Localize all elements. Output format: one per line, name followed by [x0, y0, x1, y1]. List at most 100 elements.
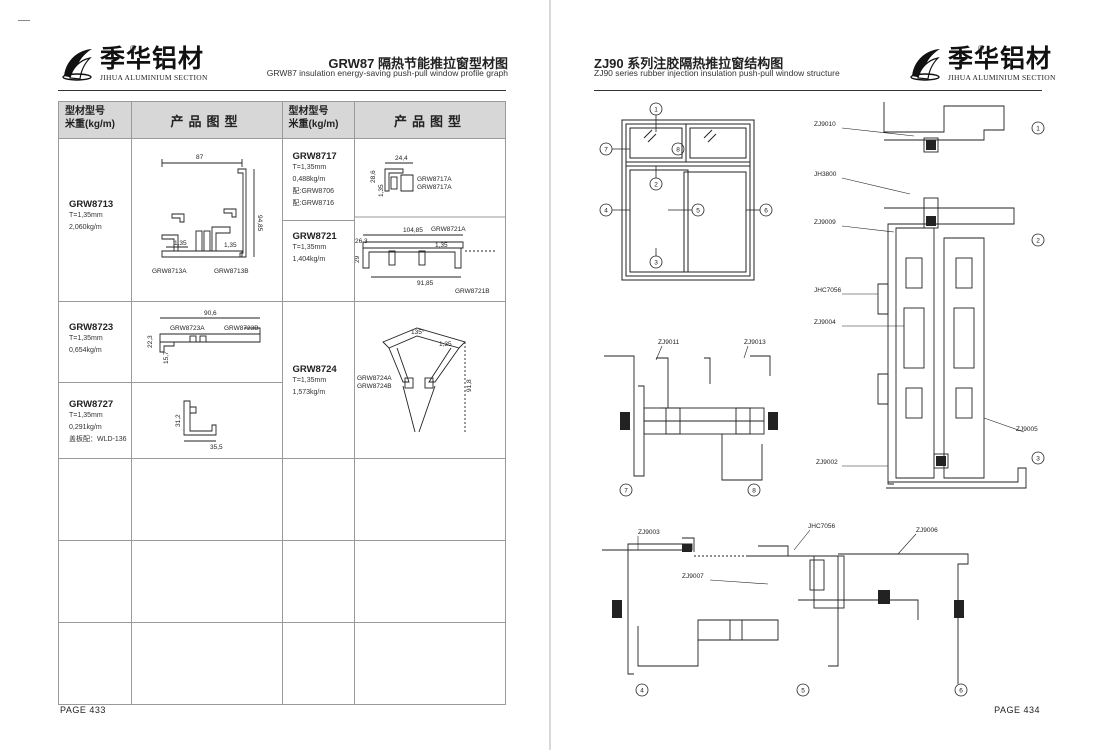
- brand-name-cn: 季华铝材: [948, 44, 1053, 73]
- marker-2: 2: [1036, 238, 1040, 245]
- dim-height: 22,3: [147, 335, 154, 348]
- table-row: [58, 540, 506, 623]
- brand-name-cn: 季华铝材: [100, 44, 205, 73]
- profile-spec: 2,060kg/m: [69, 224, 102, 231]
- profile-spec: T=1,35mm: [69, 212, 103, 219]
- grw8713-profile-drawing: 87 94,85 1,35 1,35 GRW8713A GRW8713B: [152, 154, 263, 275]
- profile-spec: T=1,35mm: [69, 411, 103, 419]
- vertical-section-drawing: ZJ9010 JH3800 ZJ9009 JHC7056 ZJ9004 ZJ90…: [814, 102, 1045, 489]
- label-zj9003: ZJ9003: [638, 529, 660, 536]
- grw8723-profile-drawing: 90,6 22,3 15,7 GRW8723A GRW8723B: [147, 310, 260, 364]
- left-page: ® 季华铝材 JIHUA ALUMINIUM SECTION GRW87 隔热节…: [18, 20, 508, 715]
- page-number: PAGE 434: [994, 705, 1040, 715]
- profile-spec: 配:GRW8706: [292, 188, 335, 195]
- profile-spec: 0,488kg/m: [292, 176, 326, 183]
- dim-height: 91,8: [466, 379, 473, 392]
- marker-8: 8: [676, 147, 680, 154]
- horizontal-section-drawing: ZJ9003 JHC7056 ZJ9006 ZJ9007 4 5 6: [602, 523, 969, 697]
- drawing-cell: 135° 1,35 91,8 GRW8724A GRW8724B: [354, 301, 506, 459]
- part-label: GRW8713B: [214, 268, 249, 275]
- part-label: GRW8723B: [224, 325, 259, 332]
- info-cell: GRW8727 T=1,35mm 0,291kg/m 盖板配：WLD-136: [58, 381, 132, 459]
- page-title: ZJ90 系列注胶隔热推拉窗结构图: [594, 56, 784, 71]
- profile-spec: T=1,35mm: [292, 244, 327, 251]
- dim-width: 104,85: [403, 227, 423, 234]
- table-row: GRW8727 T=1,35mm 0,291kg/m 盖板配：WLD-136 3…: [58, 381, 506, 459]
- dim-height: 31,2: [175, 413, 182, 426]
- header-graph-2: 产品图型: [354, 101, 506, 139]
- right-page: ZJ90 系列注胶隔热推拉窗结构图 ZJ90 series rubber inj…: [550, 0, 1100, 750]
- registered-mark: ®: [978, 44, 984, 53]
- label-zj9011: ZJ9011: [658, 339, 680, 346]
- marker-2: 2: [654, 182, 658, 189]
- header-model-line1: 型材型号: [65, 106, 105, 117]
- label-zj9009: ZJ9009: [814, 219, 836, 226]
- dim-wall: 1,35: [435, 242, 448, 249]
- label-jhc7056: JHC7056: [814, 287, 841, 294]
- profile-spec: 1,404kg/m: [292, 256, 326, 263]
- marker-4: 4: [640, 688, 644, 695]
- table-row: GRW8713 T=1,35mm 2,060kg/m: [58, 138, 506, 302]
- dim-width: 87: [196, 154, 204, 161]
- title-rule: [58, 90, 506, 91]
- title-rule: [594, 90, 1042, 91]
- part-label: GRW8721B: [455, 288, 490, 295]
- logo-mark-icon: [910, 49, 940, 81]
- label-zj9002: ZJ9002: [816, 459, 838, 466]
- label-jhc7056: JHC7056: [808, 523, 835, 530]
- marker-5: 5: [696, 208, 700, 215]
- profile-spec: 0,654kg/m: [69, 347, 102, 354]
- table-header-row: 型材型号 米重(kg/m) 产品图型 型材型号 米重(kg/m) 产品图型: [58, 101, 506, 139]
- grw8727-profile-drawing: 31,2 35,5: [175, 400, 223, 451]
- marker-5: 5: [801, 688, 805, 695]
- info-cell: GRW8713 T=1,35mm 2,060kg/m: [58, 138, 132, 302]
- dim-width: 35,5: [210, 444, 223, 451]
- marker-1: 1: [654, 107, 658, 114]
- grw8717-8721-drawing: 24,4 28,6 1,35 GRW8717A GRW8717A 104,85 …: [355, 155, 505, 295]
- profile-spec: T=1,35mm: [292, 164, 327, 171]
- brand-logo: ® 季华铝材 JIHUA ALUMINIUM SECTION: [908, 44, 1056, 82]
- label-zj9007: ZJ9007: [682, 573, 704, 580]
- page-title: GRW87 隔热节能推拉窗型材图: [328, 56, 508, 71]
- profile-spec: 盖板配：WLD-136: [69, 435, 127, 443]
- header-model-line2: 米重(kg/m): [288, 119, 339, 130]
- profile-name: GRW8727: [69, 398, 114, 410]
- profile-spec: 0,291kg/m: [69, 423, 102, 431]
- brand-logo: ® 季华铝材 JIHUA ALUMINIUM SECTION: [60, 44, 208, 82]
- info-cell: GRW8717 T=1,35mm 0,488kg/m 配:GRW8706 配:G…: [281, 138, 355, 302]
- info-cell: GRW8724 T=1,35mm 1,573kg/m: [281, 301, 355, 459]
- dim-wall: 1,35: [439, 341, 452, 348]
- header-model: 型材型号 米重(kg/m): [58, 101, 132, 139]
- profile-spec: 1,573kg/m: [292, 389, 326, 396]
- marker-6: 6: [959, 688, 963, 695]
- marker-8: 8: [752, 488, 756, 495]
- drawing-cell: 24,4 28,6 1,35 GRW8717A GRW8717A 104,85 …: [354, 138, 506, 302]
- profile-name: GRW8723: [69, 322, 114, 333]
- label-jh3800: JH3800: [814, 171, 837, 178]
- header-model-line2: 米重(kg/m): [65, 119, 115, 130]
- page-number: PAGE 433: [60, 705, 106, 715]
- profile-name: GRW8721: [292, 231, 337, 242]
- marker-3: 3: [1036, 456, 1040, 463]
- drawing-cell: 87 94,85 1,35 1,35 GRW8713A GRW8713B: [130, 138, 283, 302]
- dim-height: 26,3: [355, 238, 368, 245]
- part-label: GRW8721A: [431, 226, 466, 233]
- drawing-cell: 90,6 22,3 15,7 GRW8723A GRW8723B: [130, 301, 283, 383]
- label-zj9004: ZJ9004: [814, 319, 836, 326]
- header-model-2: 型材型号 米重(kg/m): [281, 101, 355, 139]
- header-graph: 产品图型: [130, 101, 283, 139]
- brand-name-en: JIHUA ALUMINIUM SECTION: [100, 73, 208, 82]
- label-zj9005: ZJ9005: [1016, 426, 1038, 433]
- dim-angle: 135°: [411, 328, 425, 336]
- label-zj9013: ZJ9013: [744, 339, 766, 346]
- drawing-cell: 31,2 35,5: [130, 381, 283, 459]
- label-zj9006: ZJ9006: [916, 527, 938, 534]
- dim-wall: 15,7: [163, 351, 170, 364]
- page-subtitle: GRW87 insulation energy-saving push-pull…: [266, 68, 508, 78]
- dim-wall: 1,35: [174, 240, 187, 247]
- part-label: GRW8723A: [170, 325, 205, 332]
- marker-6: 6: [764, 208, 768, 215]
- marker-7: 7: [624, 488, 628, 495]
- profile-spec: T=1,35mm: [292, 377, 327, 384]
- profile-spec: 配:GRW8716: [292, 200, 335, 207]
